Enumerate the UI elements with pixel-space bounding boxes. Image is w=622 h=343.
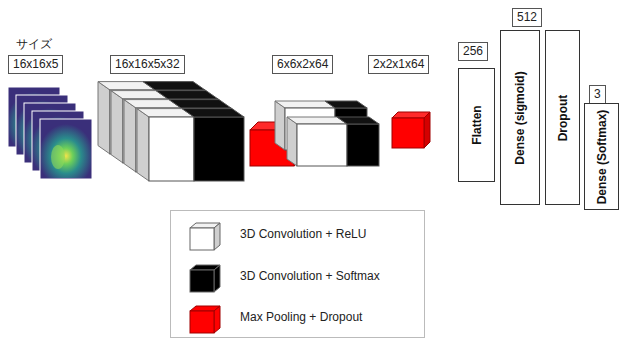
conv-softmax-block (194, 117, 244, 181)
conv-relu-block-side (98, 82, 110, 154)
conv-softmax-top (182, 109, 244, 117)
legend-swatch (186, 303, 226, 335)
size-label: 2x2x1x64 (373, 57, 424, 71)
swatch-side (214, 265, 220, 292)
conv-relu-block-side (137, 109, 149, 181)
legend-text: Max Pooling + Dropout (240, 310, 362, 324)
layer-box: Flatten (458, 68, 495, 182)
size-label: 6x6x2x64 (277, 57, 328, 71)
size-label-box: 16x16x5 (8, 55, 63, 74)
size-label: 256 (463, 44, 483, 58)
size-heading: サイズ (16, 36, 52, 53)
legend-swatch (186, 262, 226, 294)
swatch-front (190, 311, 214, 333)
legend-text: 3D Convolution + Softmax (240, 269, 380, 283)
conv-softmax-top (156, 91, 218, 99)
conv-relu-block-side (275, 101, 285, 150)
layer-name: Flatten (470, 105, 484, 144)
size-label-box: 3 (589, 85, 606, 104)
layer-box: Dropout (545, 30, 580, 205)
conv-relu-block-side (287, 117, 297, 166)
layer-name: Dense (sigmoid) (513, 71, 527, 164)
size-label: 16x16x5x32 (115, 57, 180, 71)
size-label: 3 (594, 87, 601, 101)
pool-front (392, 118, 424, 148)
size-label: 16x16x5 (13, 57, 58, 71)
conv-softmax-block (347, 124, 379, 166)
conv-relu-block (149, 117, 194, 181)
size-label-box: 2x2x1x64 (368, 55, 429, 74)
swatch-front (190, 270, 214, 292)
heatmap-frame (40, 119, 92, 179)
layer-name: Dropout (556, 94, 570, 141)
size-label-box: 256 (458, 42, 488, 61)
pool-side (424, 112, 430, 148)
size-label: 512 (517, 10, 537, 24)
layer-box: Dense (Softmax) (584, 103, 619, 210)
conv-softmax-top (169, 100, 231, 108)
conv-softmax-top (325, 101, 367, 108)
conv-relu-block-side (124, 100, 136, 172)
conv-relu-block (297, 124, 347, 166)
layer-name: Dense (Softmax) (595, 109, 609, 204)
layer-box: Dense (sigmoid) (500, 30, 540, 205)
conv-softmax-top (337, 117, 379, 124)
swatch-front (190, 228, 214, 250)
size-label-box: 6x6x2x64 (272, 55, 333, 74)
size-label-box: 512 (512, 8, 542, 27)
heatmap-image (41, 120, 91, 178)
size-label-box: 16x16x5x32 (110, 55, 185, 74)
swatch-side (214, 223, 220, 250)
heatmap-blob (51, 145, 65, 169)
conv-relu-block-side (111, 91, 123, 163)
conv-softmax-top (143, 82, 205, 90)
swatch-side (214, 306, 220, 333)
legend-text: 3D Convolution + ReLU (240, 227, 366, 241)
legend-swatch (186, 220, 226, 252)
